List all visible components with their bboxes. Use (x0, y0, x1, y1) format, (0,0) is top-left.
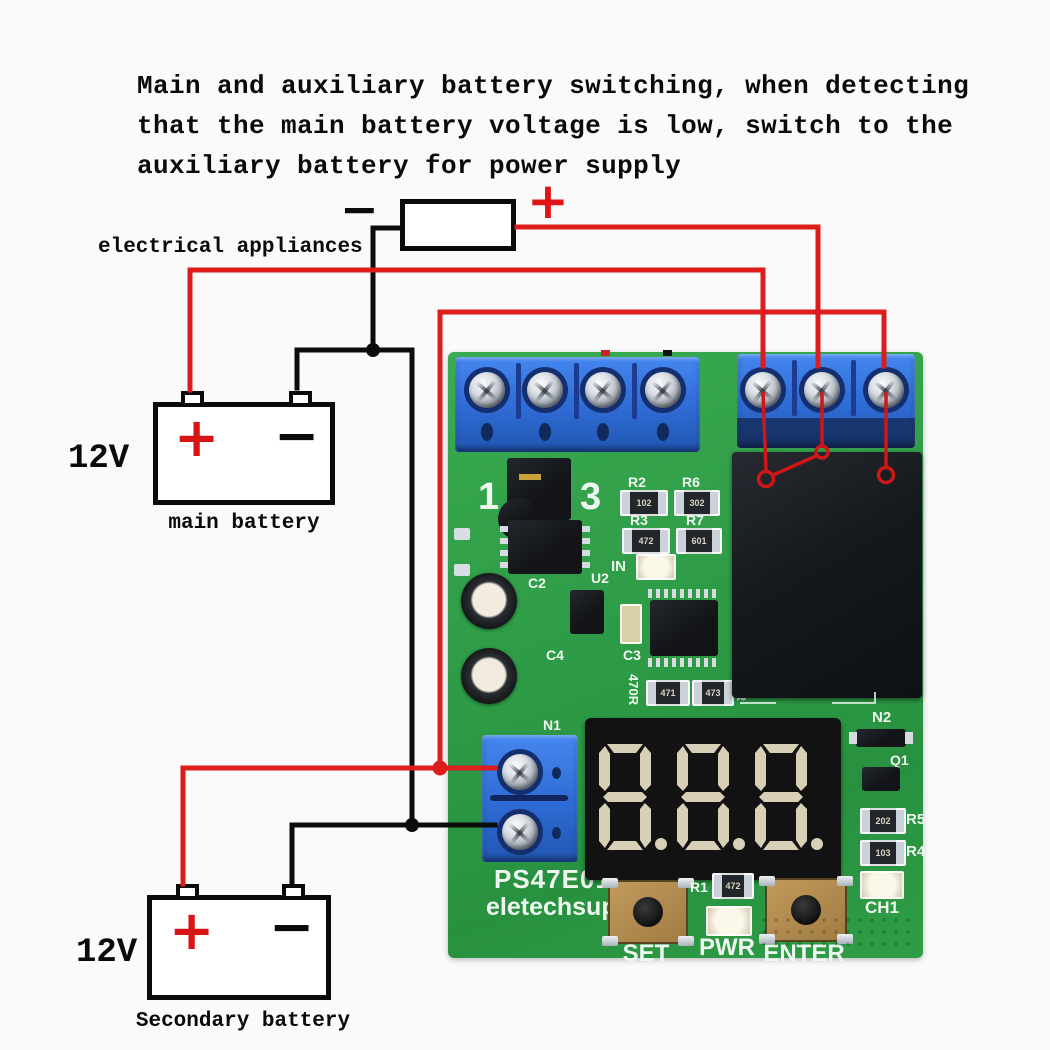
silk-n1: N1 (543, 717, 561, 733)
terminal-screw (527, 372, 563, 408)
silk-r5: R5 (906, 811, 926, 828)
silk-jumper-3: 3 (580, 476, 602, 518)
silk-n2: N2 (872, 709, 892, 726)
pwr-led (706, 906, 752, 936)
silk-r3: R3 (630, 512, 648, 528)
silk-r7: R7 (686, 512, 704, 528)
main-battery-voltage: 12V (68, 440, 130, 478)
silk-c4: C4 (546, 647, 564, 663)
black-junction-dot (366, 343, 380, 357)
polarity-mark-black (663, 350, 672, 356)
main-battery-name: main battery (168, 512, 320, 535)
relay-silk-outline (740, 702, 776, 704)
silk-r6: R6 (682, 474, 700, 490)
relay-silk-outline (832, 692, 876, 704)
optocoupler-ic (500, 520, 590, 574)
electrolytic-capacitor (461, 648, 517, 704)
diagram-title: Main and auxiliary battery switching, wh… (137, 66, 997, 186)
brand-name: eletechsup (486, 893, 617, 921)
silk-jumper-1: 1 (478, 476, 500, 518)
enter-button (759, 876, 853, 944)
silk-c3: C3 (623, 647, 641, 663)
secondary-battery-minus: − (269, 895, 315, 958)
resistor-r4: 103 (860, 840, 906, 866)
relay (732, 452, 922, 698)
display-digits (599, 744, 823, 850)
silk-q1: Q1 (890, 752, 909, 768)
main-battery-positive-terminal (181, 391, 204, 407)
resistor-array-2: 473 (692, 680, 734, 706)
silk-r2: R2 (628, 474, 646, 490)
transistor-q1 (862, 767, 900, 791)
main-ic (650, 600, 718, 656)
set-button (602, 878, 694, 946)
terminal-screw (868, 372, 904, 408)
ch1-led (860, 871, 904, 899)
main-battery-minus: − (274, 404, 320, 467)
title-line-1: Main and auxiliary battery switching, wh… (137, 71, 970, 101)
polarity-mark-red (601, 350, 610, 356)
main-battery-plus: + (174, 406, 220, 469)
terminal-screw (469, 372, 505, 408)
solder-pad (454, 528, 470, 540)
resistor-r5: 202 (860, 808, 906, 834)
terminal-screw (745, 372, 781, 408)
terminal-screw (585, 372, 621, 408)
red-junction-dot (432, 760, 448, 776)
pcb-texture (758, 914, 918, 954)
secondary-battery-name: Secondary battery (135, 1010, 351, 1033)
title-line-2: that the main battery voltage is low, sw… (137, 111, 954, 141)
input-terminal-block (455, 357, 700, 452)
capacitor-c3 (620, 604, 642, 644)
resistor-r1: 472 (712, 873, 754, 899)
terminal-screw (502, 814, 538, 850)
silk-470r-left: 470R (626, 674, 641, 706)
resistor-r7: 601 (676, 528, 722, 554)
secondary-battery: + − (147, 884, 331, 1000)
enter-button-label: ENTER (754, 942, 854, 966)
seven-segment-display (585, 718, 841, 880)
resistor-array-1: 471 (646, 680, 690, 706)
diode-n2 (849, 729, 913, 747)
battery-sense-terminal-block (482, 735, 578, 862)
title-line-3: auxiliary battery for power supply (137, 151, 682, 181)
pwr-led-label: PWR (699, 934, 755, 961)
secondary-battery-voltage: 12V (76, 934, 138, 972)
electrical-appliances-label: electrical appliances (98, 236, 363, 259)
electrical-appliance-box (400, 199, 516, 251)
main-battery: + − (153, 391, 335, 505)
electrolytic-capacitor (461, 573, 517, 629)
terminal-screw (804, 372, 840, 408)
silk-r1: R1 (690, 879, 708, 895)
black-junction-dot (405, 818, 419, 832)
silk-u2: U2 (591, 570, 609, 586)
silk-r4: R4 (906, 843, 926, 860)
terminal-screw (645, 372, 681, 408)
in-led (636, 554, 676, 580)
resistor-r3: 472 (622, 528, 670, 554)
set-button-label: SET (622, 940, 670, 967)
load-plus-sign: + (527, 172, 569, 230)
regulator-u2 (570, 590, 604, 634)
ch1-led-label: CH1 (864, 898, 899, 917)
solder-pad (454, 564, 470, 576)
secondary-battery-plus: + (169, 899, 215, 962)
silk-in: IN (611, 558, 626, 575)
switch-terminal-block (737, 354, 915, 448)
terminal-screw (502, 754, 538, 790)
secondary-battery-positive-terminal (176, 884, 199, 900)
load-minus-sign: − (340, 182, 379, 236)
relay-module-pcb: 1 3 R2 102 R6 302 R3 472 R7 601 IN C2 U2… (448, 350, 926, 966)
silk-c2: C2 (528, 575, 546, 591)
